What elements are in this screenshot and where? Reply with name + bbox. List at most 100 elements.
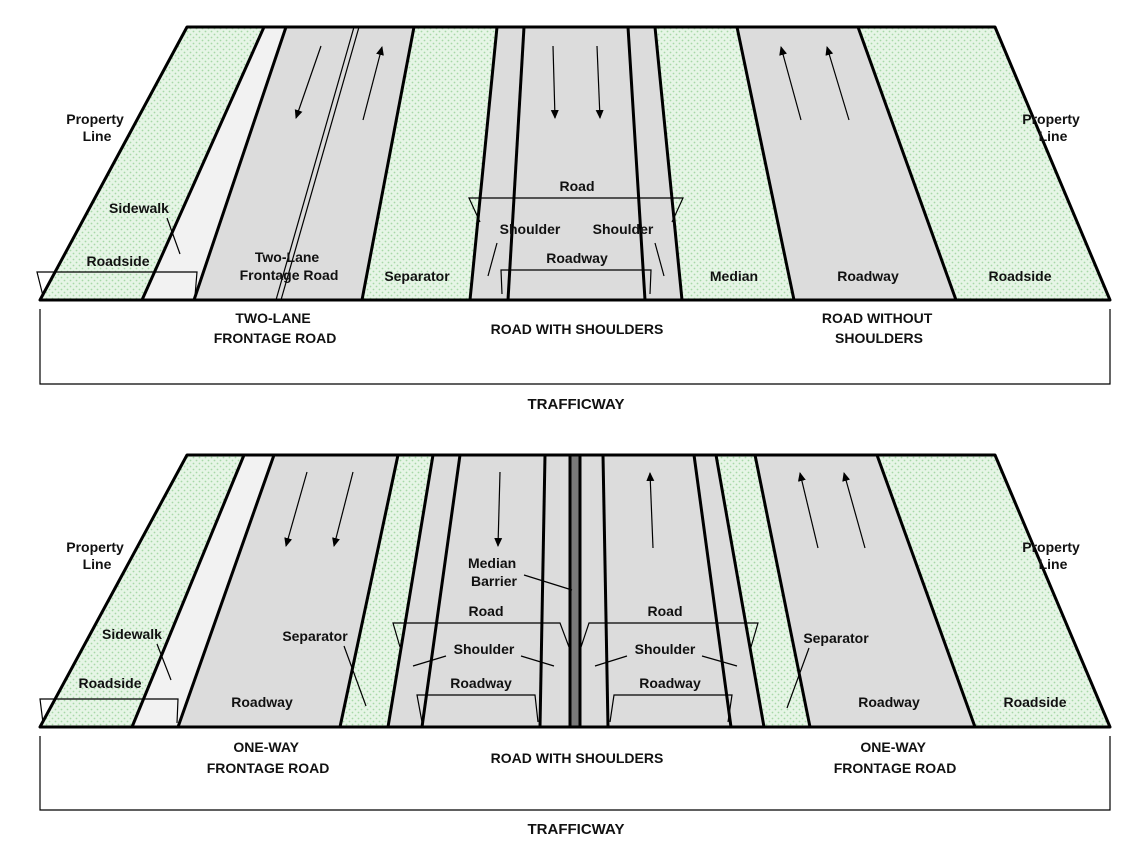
separator-right-strip — [716, 455, 810, 727]
shoulder-line-right-inner — [601, 454, 610, 728]
separator-leader-right — [786, 647, 810, 709]
road-bracket-left — [392, 622, 570, 648]
arrow-up-icon — [646, 472, 655, 549]
roadside-bracket — [36, 271, 198, 297]
median-label: Median — [710, 268, 758, 284]
sidewalk-label: Sidewalk — [102, 626, 162, 642]
road-edge-left — [468, 26, 499, 301]
roadside-bracket — [39, 698, 179, 724]
trafficway-frame — [39, 736, 1111, 811]
sidewalk-edge-left — [130, 454, 246, 728]
arrow-up-icon — [825, 46, 850, 121]
center-line-a — [275, 26, 355, 301]
frontage-edge-right-a — [753, 454, 812, 728]
roadside-label-left: Roadside — [86, 253, 149, 269]
arrow-up-icon — [362, 46, 384, 121]
frontage-edge-right — [360, 26, 416, 301]
roadway-label-left: Roadway — [231, 694, 293, 710]
roadside-label-right: Roadside — [1003, 694, 1066, 710]
roadway-edge-left — [735, 26, 796, 301]
section-caption-center: ROAD WITH SHOULDERS — [491, 321, 664, 337]
roadway-right-strip — [737, 27, 956, 300]
arrow-down-icon — [550, 45, 559, 119]
section-caption-left: TWO-LANE FRONTAGE ROAD — [214, 310, 337, 346]
separator-label-left: Separator — [282, 628, 348, 644]
roadside-left-strip — [40, 27, 264, 300]
shoulder-leader-left — [487, 242, 498, 277]
road-edge-left — [386, 454, 435, 728]
section-caption-right: ONE-WAY FRONTAGE ROAD — [834, 739, 957, 776]
trafficway-title: TRAFFICWAY — [528, 821, 625, 838]
frontage-road-strip — [194, 27, 414, 300]
roadway-label-right: Roadway — [837, 268, 899, 284]
shoulder-leader-left-a — [412, 655, 447, 667]
top-outline — [38, 25, 1112, 302]
roadside-right-strip — [877, 455, 1110, 727]
roadway-label-center-left: Roadway — [450, 675, 512, 691]
sidewalk-leader — [166, 217, 181, 255]
median-strip — [655, 27, 794, 300]
arrow-down-icon — [284, 471, 308, 547]
trafficway-title: TRAFFICWAY — [528, 396, 625, 413]
arrow-down-icon — [294, 45, 322, 119]
sidewalk-edge-right — [176, 454, 276, 728]
separator-label: Separator — [384, 268, 450, 284]
road-right-strip — [580, 455, 764, 727]
separator-left-strip — [340, 455, 433, 727]
roadway-bracket-left — [416, 694, 539, 723]
separator-label-right: Separator — [803, 630, 869, 646]
shoulder-line-right-outer — [692, 454, 733, 728]
property-line-label-right: Property Line — [1022, 539, 1083, 572]
shoulder-line-left-outer — [420, 454, 462, 728]
frontage-road-label: Two-Lane Frontage Road — [240, 249, 339, 283]
shoulder-label-right: Shoulder — [635, 641, 696, 657]
roadway-label-right: Roadway — [858, 694, 920, 710]
roadway-bracket — [500, 269, 652, 295]
top-panel: Property Line Property Line Sidewalk Roa… — [36, 25, 1112, 413]
road-bracket-right — [580, 622, 759, 648]
sidewalk-label: Sidewalk — [109, 200, 169, 216]
shoulder-line-left — [506, 26, 526, 301]
arrow-down-icon — [595, 45, 604, 119]
roadside-label-left: Roadside — [78, 675, 141, 691]
frontage-edge-right-b — [875, 454, 977, 728]
sidewalk-edge-right — [192, 26, 288, 301]
property-line-label-right: Property Line — [1022, 111, 1083, 144]
separator-strip — [362, 27, 497, 300]
road-bracket — [468, 197, 684, 223]
shoulder-leader-right — [654, 242, 665, 277]
roadside-label-right: Roadside — [988, 268, 1051, 284]
arrow-down-icon — [332, 471, 354, 547]
road-label-right: Road — [648, 603, 683, 619]
median-barrier-label: Median Barrier — [468, 555, 520, 589]
roadway-label-center-right: Roadway — [639, 675, 701, 691]
shoulder-label-right: Shoulder — [593, 221, 654, 237]
road-label: Road — [560, 178, 595, 194]
road-edge-right — [653, 26, 684, 301]
property-line-label-left: Property Line — [66, 539, 127, 572]
center-line-b — [280, 26, 360, 301]
frontage-edge-left — [338, 454, 400, 728]
arrow-up-icon — [779, 46, 802, 121]
arrow-down-icon — [494, 471, 503, 547]
section-caption-left: ONE-WAY FRONTAGE ROAD — [207, 739, 330, 776]
shoulder-leader-right-b — [701, 655, 738, 667]
section-caption-center: ROAD WITH SHOULDERS — [491, 750, 664, 766]
median-barrier-leader — [523, 574, 573, 591]
shoulder-label-left: Shoulder — [454, 641, 515, 657]
roadside-left-strip — [40, 455, 244, 727]
sidewalk-edge-left — [140, 26, 266, 301]
shoulder-leader-right-a — [594, 655, 628, 667]
bottom-outline — [38, 453, 1112, 729]
frontage-road-left-strip — [178, 455, 398, 727]
shoulder-label-left: Shoulder — [500, 221, 561, 237]
median-barrier-strip — [570, 455, 580, 727]
roadside-right-strip — [858, 27, 1110, 300]
shoulder-line-right — [626, 26, 647, 301]
shoulder-leader-left-b — [520, 655, 555, 667]
sidewalk-leader — [156, 643, 172, 681]
road-shoulders-strip — [470, 27, 682, 300]
arrow-up-icon — [842, 472, 866, 549]
roadway-label-center: Roadway — [546, 250, 608, 266]
